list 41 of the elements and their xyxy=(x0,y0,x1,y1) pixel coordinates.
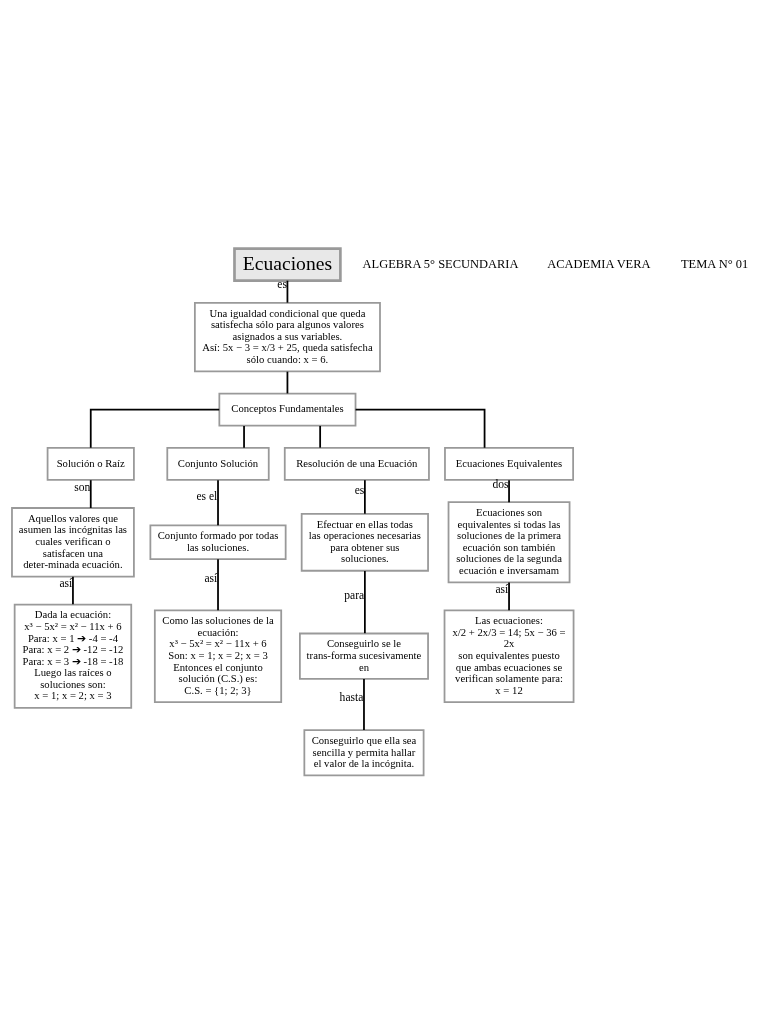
connector xyxy=(89,479,92,509)
edge-label: para xyxy=(344,588,365,602)
node-box: Las ecuaciones: x/2 + 2x/3 = 14; 5x − 36 = 2x son equivalentes puesto que ambas ecuaciones se verifican solamente para: x = 12 xyxy=(443,609,575,703)
node-box: Efectuar en ellas todas las operaciones necesarias para obtener sus soluciones. xyxy=(300,512,429,572)
connector xyxy=(319,425,322,449)
edge-label: es el xyxy=(196,489,218,503)
edge-label: hasta xyxy=(339,691,364,705)
connector xyxy=(243,425,245,449)
node-box: Conjunto Solución xyxy=(166,447,270,481)
node-box: Ecuaciones son equivalentes si todas las soluciones de la primera ecuación son también soluciones de la segunda ecuación e inversamam xyxy=(447,501,571,584)
node-box: Resolución de una Ecuación xyxy=(283,447,430,481)
connector xyxy=(89,408,221,449)
node-box: Ecuaciones xyxy=(233,247,342,282)
connector xyxy=(217,479,219,527)
connector xyxy=(363,479,366,515)
connector xyxy=(508,581,510,612)
connector xyxy=(354,408,486,449)
node-box: Aquellos valores que asumen las incógnitas las cuales verifican o satisfacen una deter-minada ecuación. xyxy=(11,507,135,578)
node-box: Conjunto formado por todas las soluciones. xyxy=(149,524,287,561)
node-box: Conseguirlo que ella sea sencilla y permita hallar el valor de la incógnita. xyxy=(303,729,425,777)
node-box: Como las soluciones de la ecuación: x³ − 5x² = x² − 11x + 6 Son: x = 1; x = 2; x = 3 Entonces el conjunto solución (C.S.) es: C.S. = {1; 2; 3} xyxy=(153,609,283,703)
connector xyxy=(217,558,219,612)
connector xyxy=(363,570,366,635)
node-box: Solución o Raíz xyxy=(46,447,135,481)
connector xyxy=(363,678,365,731)
connector xyxy=(72,575,74,606)
edge-label: son xyxy=(74,480,91,494)
connector xyxy=(286,370,289,395)
node-box: Dada la ecuación: x³ − 5x² = x² − 11x + 6 Para: x = 1 ➔ -4 = -4 Para: x = 2 ➔ -12 = -12 Para: x = 3 ➔ -18 = -18 Luego las raíces o soluciones son: x = 1; x = 2; x = 3 xyxy=(13,603,133,709)
node-box: Conceptos Fundamentales xyxy=(218,392,357,427)
edge-label: así xyxy=(495,583,509,597)
edge-label: así xyxy=(59,577,73,591)
label: ALGEBRA 5° SECUNDARIA xyxy=(362,256,519,271)
edge-label: es xyxy=(354,483,365,497)
connector xyxy=(286,279,289,304)
node-box: Una igualdad condicional que queda satisfecha sólo para algunos valores asignados a sus variables. Así: 5x − 3 = x/3 + 25, queda satisfecha sólo cuando: x = 6. xyxy=(194,301,381,373)
edge-label: así xyxy=(204,571,218,585)
label: ACADEMIA VERA xyxy=(547,256,651,271)
connector xyxy=(508,479,510,504)
label: TEMA N° 01 xyxy=(681,256,749,271)
node-box: Conseguirlo se le trans-forma sucesivamente en xyxy=(299,632,429,680)
